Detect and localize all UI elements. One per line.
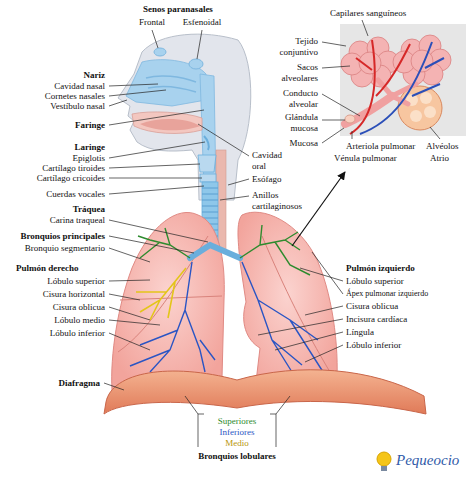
bronchus-group: Inferiores — [220, 427, 255, 438]
group-heading: Senos paranasales — [143, 4, 213, 15]
part-label: Mucosa — [290, 138, 319, 149]
part-label: Atrio — [430, 153, 449, 164]
part-label: Esfenoidal — [183, 17, 222, 28]
sphenoid-sinus — [189, 59, 203, 69]
group-heading: Diafragma — [59, 378, 101, 389]
part-label: Vénula pulmonar — [334, 153, 397, 164]
right-fissures — [118, 236, 222, 352]
part-label: Sacos alveolares — [266, 62, 318, 84]
part-label: Incisura cardíaca — [346, 314, 407, 325]
bronchus-group: Superiores — [218, 416, 257, 427]
part-label: Cartílago cricoides — [37, 173, 105, 184]
part-label: Lóbulo inferior — [50, 328, 105, 339]
head-profile — [118, 34, 251, 200]
middle-lobe-bronchi — [136, 268, 186, 320]
part-label: Vestíbulo nasal — [50, 101, 105, 112]
diaphragm — [104, 370, 426, 414]
part-label: Língula — [346, 327, 374, 338]
oral-cavity — [132, 112, 202, 134]
group-heading: Nariz — [84, 70, 106, 81]
part-label: Frontal — [139, 17, 165, 28]
group-heading: Pulmón izquierdo — [346, 263, 415, 274]
venule — [360, 42, 444, 134]
part-label: Cornetes nasales — [45, 91, 105, 102]
part-label: Lóbulo inferior — [346, 340, 401, 351]
part-label: Alvéolos — [426, 141, 459, 152]
group-heading: Bronquios lobulares — [198, 451, 275, 462]
part-label: Epiglotis — [72, 153, 105, 164]
part-label: Conducto alveolar — [266, 88, 318, 110]
bronchus-group: Medio — [225, 438, 249, 449]
group-heading: Pulmón derecho — [16, 263, 79, 274]
part-label: Tejido conjuntivo — [266, 36, 318, 58]
main-bronchi — [190, 245, 240, 258]
thyroid-cartilage — [198, 155, 216, 172]
part-label: Cisura horizontal — [43, 289, 105, 300]
left-lung — [238, 212, 337, 394]
pharynx — [200, 74, 216, 190]
part-label: Cisura oblicua — [346, 301, 398, 312]
part-label: Glándula mucosa — [266, 112, 318, 134]
left-fissure — [262, 236, 330, 372]
leader-lines — [104, 20, 440, 447]
part-label: Ápex pulmonar izquierdo — [346, 289, 428, 299]
epiglottis — [204, 136, 209, 150]
part-label: Cuerdas vocales — [46, 189, 105, 200]
tongue — [140, 119, 200, 130]
duct-branch — [378, 80, 416, 104]
frontal-sinus — [154, 48, 166, 56]
inset-panel — [340, 24, 466, 136]
part-label: Capilares sanguíneos — [330, 8, 406, 19]
part-label: Lóbulo superior — [346, 276, 404, 287]
part-label: Cartílago tiroides — [42, 163, 105, 174]
part-label: Cavidad nasal — [54, 81, 105, 92]
cricoid-cartilage — [200, 174, 216, 182]
nasal-cavity — [126, 60, 206, 106]
watermark: Pequeocio — [396, 451, 459, 469]
part-label: Bronquio segmentario — [25, 243, 105, 254]
part-label: Anillos cartilaginosos — [252, 190, 322, 212]
part-label: Cisura oblicua — [53, 302, 105, 313]
arteriole — [350, 40, 410, 134]
alveoli-cluster — [341, 35, 451, 87]
mucous-gland — [345, 115, 355, 123]
group-heading: Tráquea — [73, 204, 105, 215]
part-label: Carina traqueal — [50, 215, 105, 226]
part-label: Lóbulo superior — [47, 276, 105, 287]
group-heading: Laringe — [75, 142, 106, 153]
lower-lobe-bronchi — [130, 262, 325, 375]
part-label: Lóbulo medio — [54, 315, 105, 326]
part-label: Esófago — [252, 174, 282, 185]
group-heading: Faringe — [75, 120, 105, 131]
group-heading: Bronquios principales — [20, 231, 105, 242]
logo-bulb — [377, 452, 391, 471]
part-label: Arteriola pulmonar — [346, 141, 415, 152]
part-label: Cavidad oral — [252, 150, 292, 172]
